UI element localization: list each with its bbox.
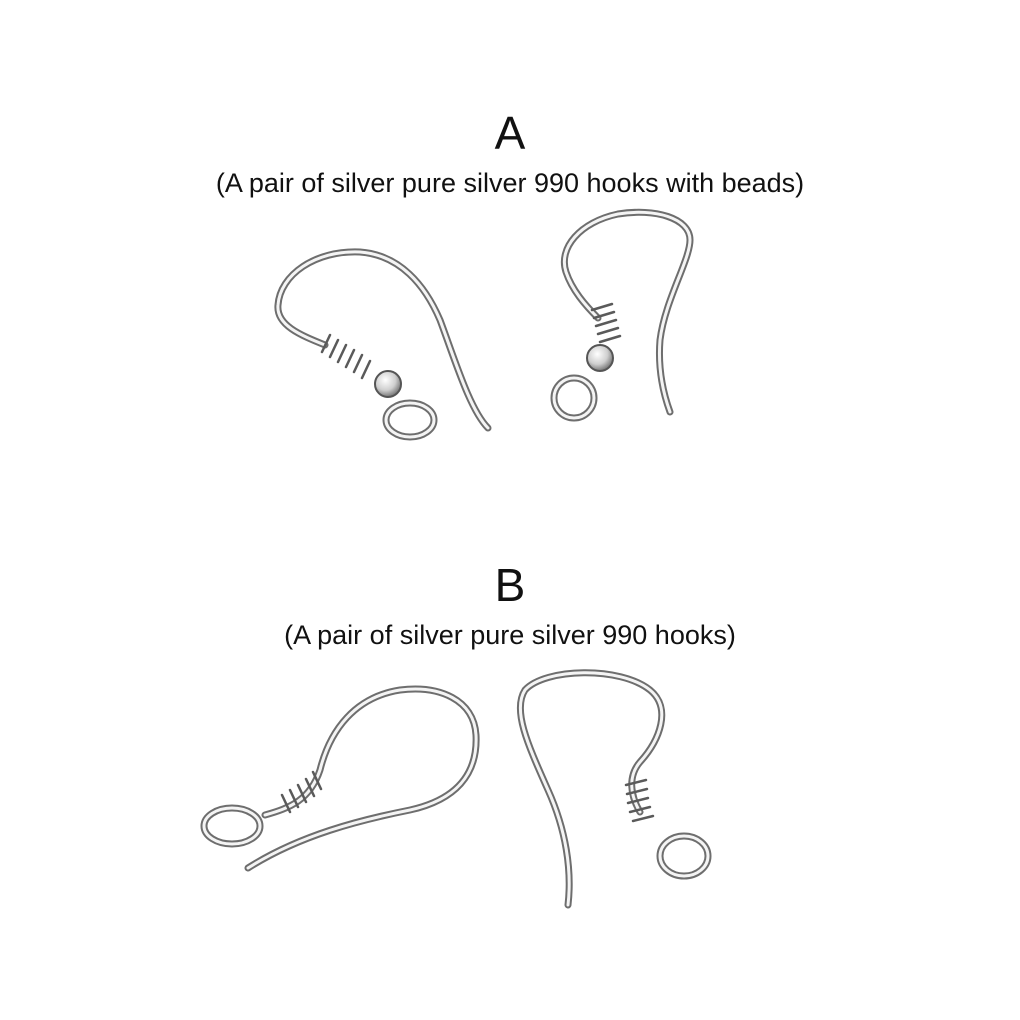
section-a-caption: (A pair of silver pure silver 990 hooks …	[215, 168, 805, 198]
right-plain-coil	[624, 778, 655, 823]
left-coil	[320, 333, 372, 380]
left-bead	[374, 370, 402, 398]
section-b-caption: (A pair of silver pure silver 990 hooks)	[284, 620, 736, 650]
plain-hooks-image	[200, 669, 712, 909]
right-bead	[586, 344, 614, 372]
section-b-letter: B	[494, 559, 526, 611]
hooks-with-beads-image	[274, 208, 694, 441]
left-plain-coil	[280, 770, 323, 814]
right-plain-hook	[516, 669, 712, 909]
section-a-letter: A	[494, 107, 526, 159]
right-coil	[590, 302, 622, 344]
left-beaded-hook	[274, 248, 492, 441]
left-plain-hook	[200, 685, 480, 872]
right-beaded-hook	[550, 208, 694, 422]
